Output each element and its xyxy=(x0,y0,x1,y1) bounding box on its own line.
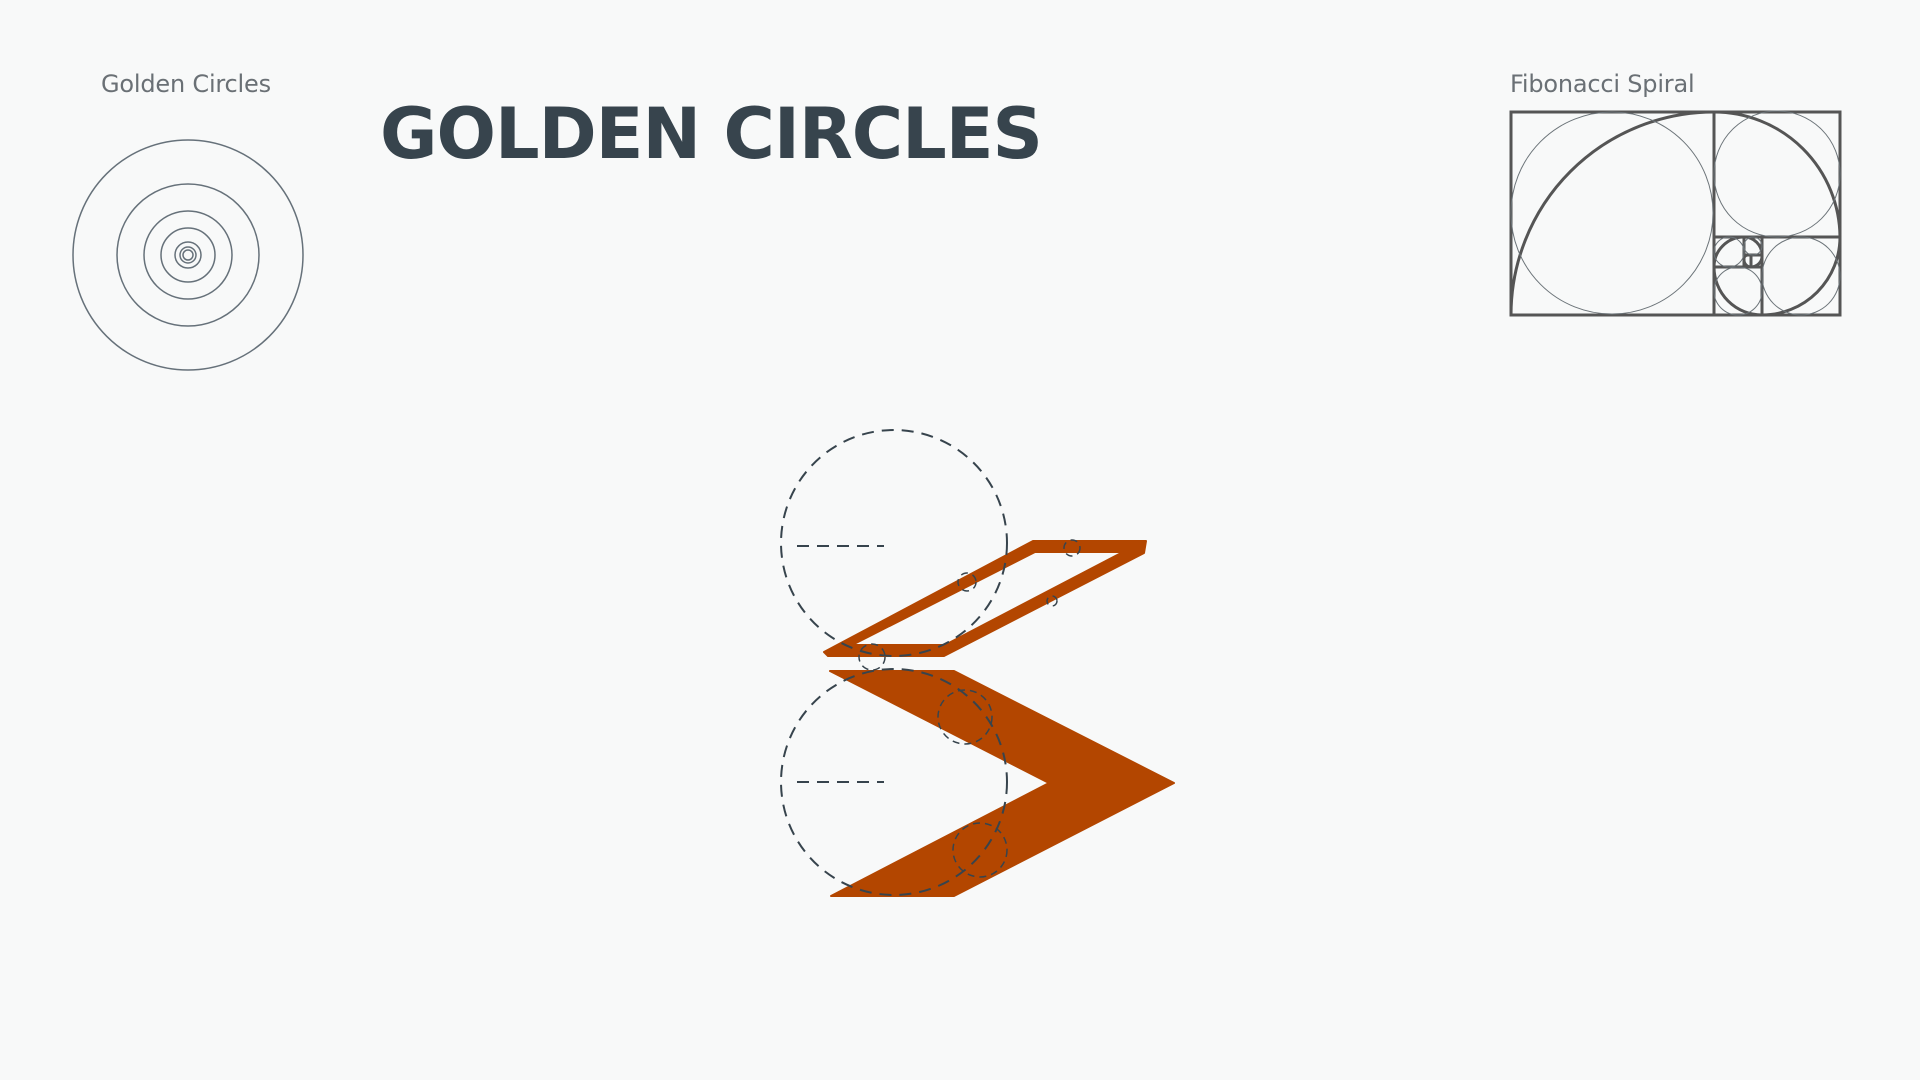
construction-circle-small-6 xyxy=(1046,595,1058,607)
fib-circle-4 xyxy=(1713,266,1763,316)
golden-circles-label: Golden Circles xyxy=(101,70,271,98)
construction-circle-small-4 xyxy=(957,572,977,592)
construction-circle-small-2 xyxy=(952,822,1008,878)
golden-circle-1 xyxy=(72,139,304,371)
fib-spiral xyxy=(1509,110,1842,317)
golden-circle-2 xyxy=(116,183,260,327)
construction-circle-upper xyxy=(780,429,1008,657)
fib-circle-3 xyxy=(1761,236,1841,316)
construction-circle-small-5 xyxy=(1063,539,1081,557)
golden-circle-6 xyxy=(179,246,197,264)
logo-upper-parallelogram xyxy=(823,540,1147,657)
construction-circle-small-1 xyxy=(937,689,993,745)
fibonacci-spiral-label: Fibonacci Spiral xyxy=(1510,70,1695,98)
golden-circle-7 xyxy=(182,249,194,261)
logo-lower-chevron xyxy=(829,670,1175,897)
fib-circle-1 xyxy=(1510,111,1714,315)
construction-circle-small-3 xyxy=(858,643,886,671)
fib-circle-5 xyxy=(1713,236,1745,268)
golden-circle-5 xyxy=(174,241,202,269)
golden-circle-4 xyxy=(160,227,216,283)
construction-circle-lower xyxy=(780,668,1008,896)
fib-circle-2 xyxy=(1713,110,1841,238)
fib-circle-6 xyxy=(1743,236,1763,256)
page-title: GOLDEN CIRCLES xyxy=(380,93,1043,175)
golden-circle-3 xyxy=(143,210,233,300)
